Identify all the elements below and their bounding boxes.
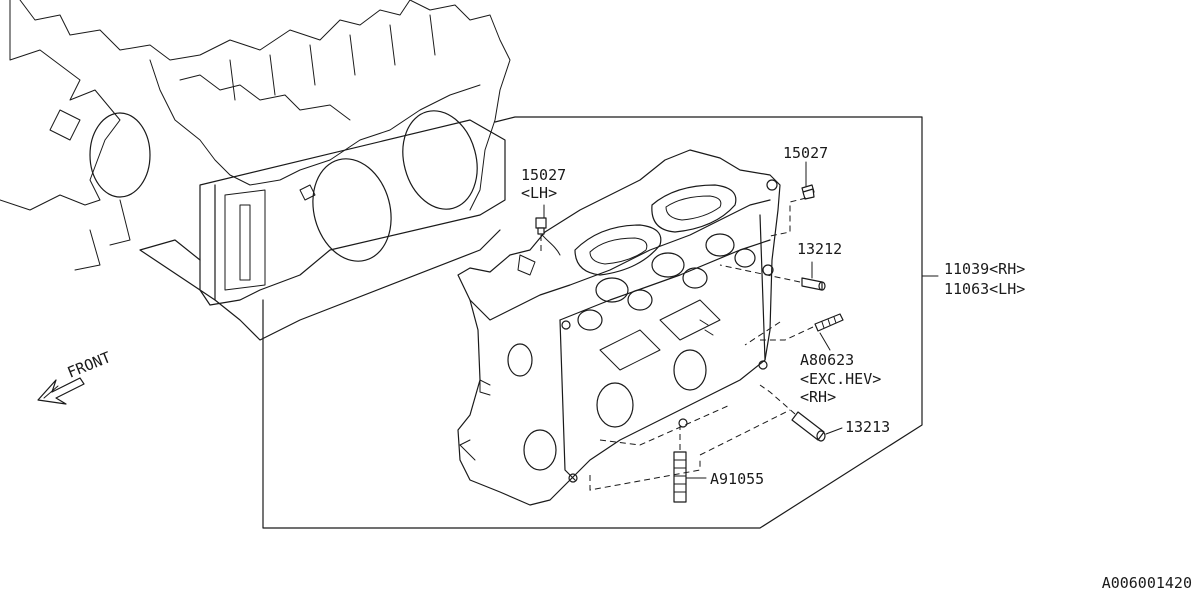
cylinder-head-illustration [457, 149, 781, 506]
part-13212-dowel-pin [801, 277, 826, 291]
label-11063-lh: 11063<LH> [944, 280, 1025, 298]
label-A80623-note-exc-hev: <EXC.HEV> [800, 370, 881, 388]
part-A91055-stud [673, 451, 687, 503]
label-15027-lh-note: <LH> [521, 184, 557, 202]
part-15027-lh-plug [535, 217, 547, 235]
part-15027-rh-plug [801, 184, 815, 200]
label-13213: 13213 [845, 418, 890, 436]
label-11039-rh: 11039<RH> [944, 260, 1025, 278]
label-A91055: A91055 [710, 470, 764, 488]
diagram-id: A006001420 [1102, 574, 1192, 592]
label-A80623-note-rh: <RH> [800, 388, 836, 406]
label-15027-lh: 15027 [521, 166, 566, 184]
parts-frame [262, 116, 923, 529]
label-15027-rh: 15027 [783, 144, 828, 162]
part-A80623-stud [814, 313, 844, 332]
part-13213-dowel-pin [791, 411, 826, 442]
label-front: FRONT [65, 348, 114, 382]
front-direction-arrow [37, 377, 85, 405]
label-A80623: A80623 [800, 351, 854, 369]
label-13212: 13212 [797, 240, 842, 258]
engine-block-illustration [0, 0, 511, 341]
